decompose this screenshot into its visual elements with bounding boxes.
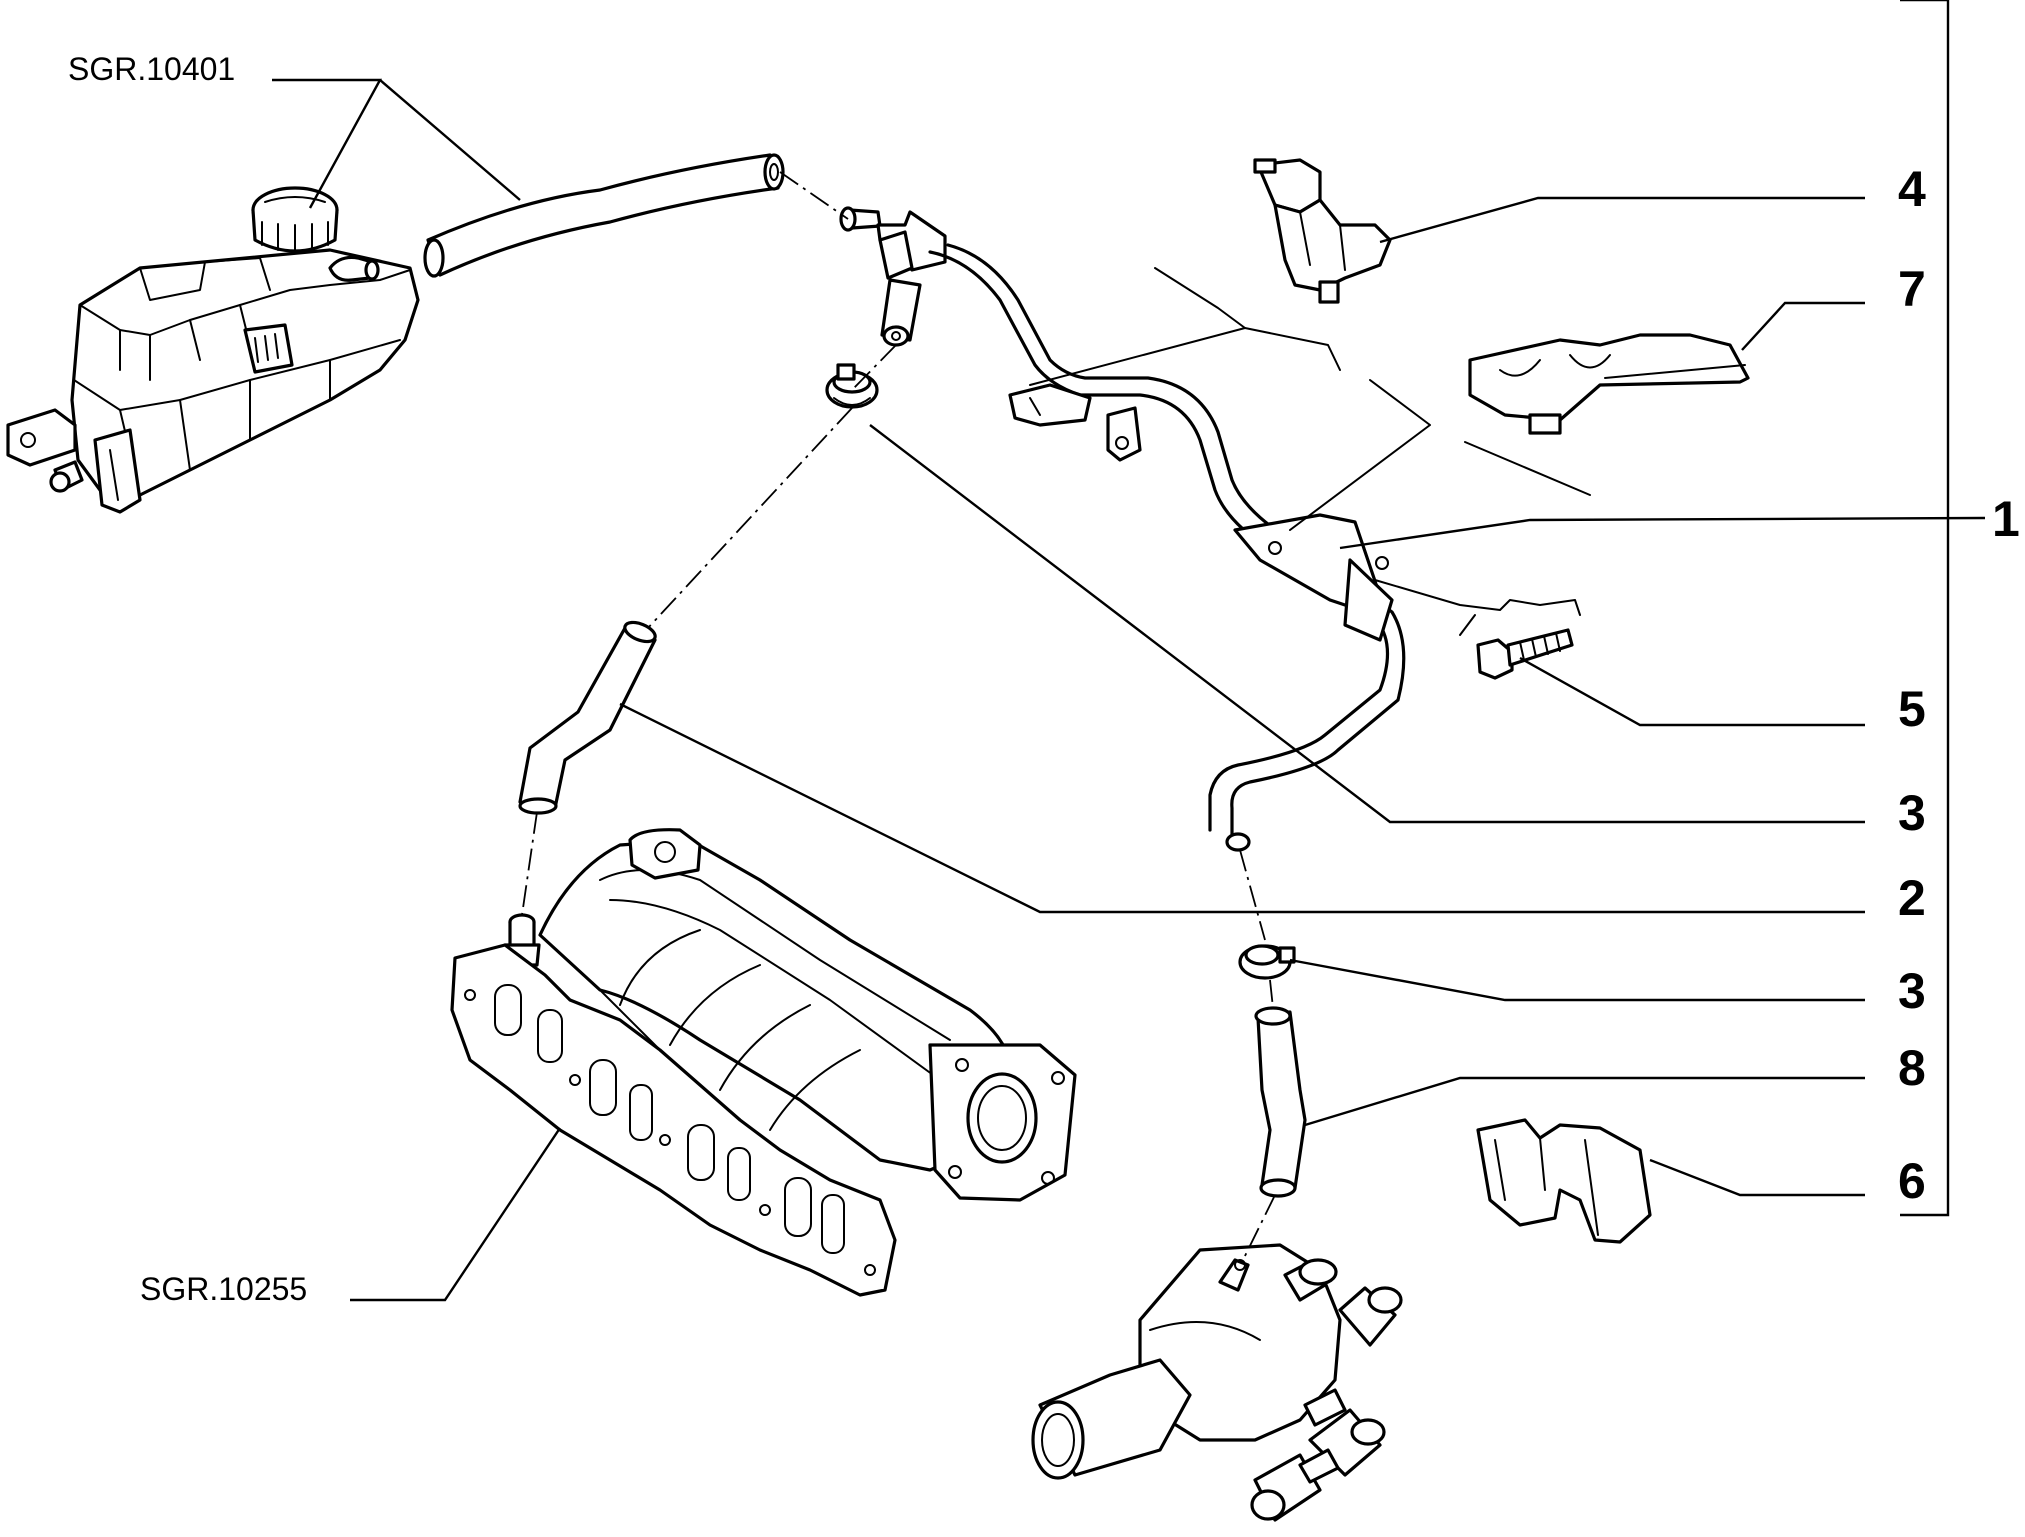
pipe-bracket-icon xyxy=(1476,1118,1652,1244)
assembly-axis-line xyxy=(1241,1194,1276,1263)
pipe-bracket-icon xyxy=(1253,158,1392,304)
coolant-pipe-icon xyxy=(839,206,1406,852)
callout-3-upper: 3 xyxy=(1898,785,1926,841)
assembly-axis-line xyxy=(521,811,538,916)
hose-clamp-icon xyxy=(1238,944,1296,980)
thermostat-housing-icon xyxy=(1031,1243,1403,1522)
bracket-mount-line xyxy=(1289,379,1431,531)
leader-2 xyxy=(619,702,1865,914)
leader-7 xyxy=(1741,301,1865,351)
leader-8 xyxy=(1304,1076,1865,1127)
hose-clamp-icon xyxy=(825,363,879,409)
callout-8: 8 xyxy=(1898,1040,1926,1096)
callout-2: 2 xyxy=(1898,870,1926,926)
hose-2-icon xyxy=(518,620,657,815)
ref-sgr-10255: SGR.10255 xyxy=(140,1271,307,1307)
leader-5 xyxy=(1519,656,1865,727)
callout-6: 6 xyxy=(1898,1153,1926,1209)
tank-vent-hose-icon xyxy=(423,153,785,278)
ref-sgr-10401: SGR.10401 xyxy=(68,51,235,87)
callout-3-lower: 3 xyxy=(1898,963,1926,1019)
bracket-mount-line xyxy=(1029,267,1246,386)
bracket-mount-line xyxy=(1459,614,1476,636)
callout-4: 4 xyxy=(1898,161,1926,217)
leader-sgr10255 xyxy=(350,1127,561,1302)
leader-sgr10401 xyxy=(379,79,521,201)
expansion-tank-icon xyxy=(6,186,420,514)
group-bracket xyxy=(1900,0,1950,1217)
assembly-axis-line xyxy=(1269,979,1274,1009)
callout-5: 5 xyxy=(1898,681,1926,737)
assembly-axis-line xyxy=(647,407,853,629)
bracket-mount-line xyxy=(1244,327,1341,371)
leader-4 xyxy=(1379,196,1865,244)
leader-1 xyxy=(1339,516,1986,550)
intake-manifold-icon xyxy=(450,828,1077,1297)
leader-6 xyxy=(1649,1158,1865,1197)
bracket-mount-line xyxy=(1374,579,1581,616)
leader-3-upper xyxy=(869,424,1865,824)
assembly-axis-line xyxy=(779,171,849,220)
assembly-axis-line xyxy=(851,344,897,391)
leader-3-lower xyxy=(1289,958,1865,1002)
bracket-mount-line xyxy=(1464,441,1591,496)
hose-8-icon xyxy=(1254,1006,1307,1198)
bolt-icon xyxy=(1476,628,1574,680)
pipe-bracket-icon xyxy=(1468,333,1750,435)
callout-1: 1 xyxy=(1992,491,2020,547)
assembly-axis-line xyxy=(1239,849,1266,941)
callout-7: 7 xyxy=(1898,261,1926,317)
